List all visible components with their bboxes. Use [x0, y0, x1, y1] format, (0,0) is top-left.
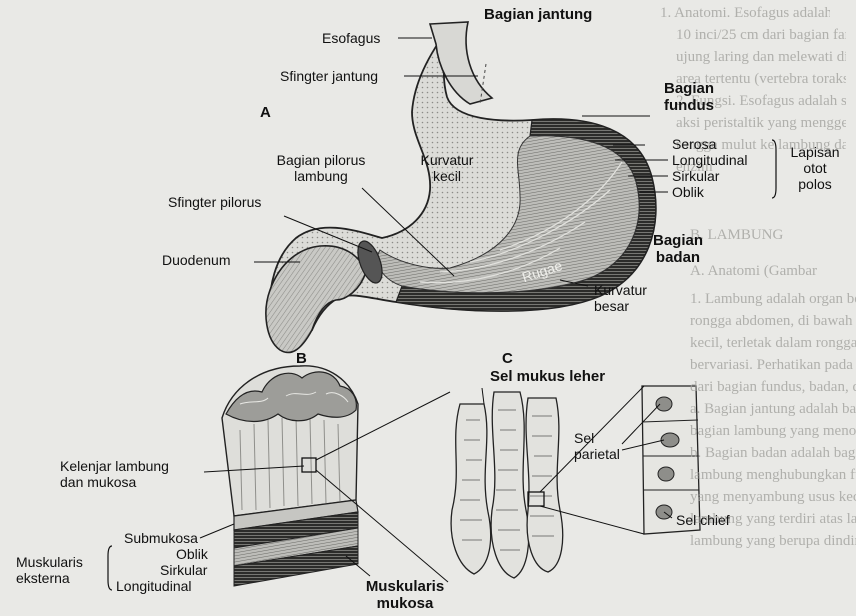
parietal-cell-nucleus: [655, 396, 673, 412]
label-bagian-fundus: Bagian fundus: [664, 80, 715, 114]
background-text-line: aksi peristaltik yang menggerakkan makan…: [676, 115, 846, 131]
duodenum-tube: [265, 245, 367, 354]
gland-tube: [525, 397, 564, 573]
background-text-line: lambung menghubungkan fundus dengan duod…: [690, 467, 856, 483]
panel-label-a: A: [260, 104, 271, 121]
gland-cell-lines: [460, 409, 554, 551]
label-sfingter-jantung: Sfingter jantung: [280, 68, 379, 84]
gastric-gland: [450, 391, 564, 579]
label-longitudinal: Longitudinal: [672, 152, 748, 168]
panel-label-b: B: [296, 350, 307, 367]
label-kelenjar-lambung-dan-mukosa: Kelenjar lambung dan mukosa: [60, 458, 169, 490]
background-text-line: bagian lambung yang menonjol ke atas.: [690, 423, 856, 439]
background-text-line: bervariasi. Perhatikan pada gambar, terl…: [690, 357, 856, 373]
rugae-fold: [419, 247, 561, 284]
label-wall-longitudinal: Longitudinal: [116, 578, 192, 594]
background-text-line: kecil, terletak dalam rongga abdomen bag…: [690, 335, 856, 351]
label-duodenum: Duodenum: [162, 252, 231, 268]
stomach-inner-mucosa: [377, 135, 640, 294]
background-text-line: rongga abdomen, di bawah diafragma. Semu…: [690, 313, 856, 329]
stomach-illustration: [265, 21, 657, 354]
cell-column-outline: [641, 385, 701, 535]
label-muskularis-eksterna: Muskularis eksterna: [16, 554, 83, 586]
label-wall-sirkular: Sirkular: [160, 562, 208, 578]
gland-highlight-box: [301, 457, 317, 473]
label-sel-parietal: Sel parietal: [574, 430, 620, 462]
label-oblik: Oblik: [672, 184, 704, 200]
background-text-line: 1. Anatomi. Esofagus adalah tuba muskula…: [660, 5, 830, 21]
chief-cell-nucleus: [657, 466, 675, 482]
chief-cell-nucleus: [655, 504, 673, 520]
muskularis-eksterna-bracket: [107, 545, 113, 591]
muscle-layers-bracket: [771, 139, 777, 199]
label-serosa: Serosa: [672, 136, 717, 152]
esophagus-tube: [428, 21, 494, 105]
background-text-line: lambung yang berupa dinding tebal yaitu …: [690, 533, 856, 549]
longitudinal-muscle-layer: [233, 545, 359, 587]
gland-leader-lines: [481, 385, 673, 535]
label-sel-chief: Sel chief: [676, 512, 730, 528]
parietal-cell-nucleus: [660, 432, 680, 448]
background-text-line: b. Bagian badan adalah bagian tengah lam…: [690, 445, 856, 461]
gland-tube: [490, 391, 530, 579]
label-lapisan-otot-polos: Lapisan otot polos: [790, 144, 840, 192]
wall-leader-lines: [199, 391, 451, 583]
background-text-line: a. Bagian jantung adalah bagian lambung …: [690, 401, 856, 417]
cell-column: [641, 385, 701, 535]
background-text-line: dari bagian fundus, badan, dan pilorus, …: [690, 379, 856, 395]
stomach-wall-block: [221, 365, 359, 587]
background-text-line: lambung yang terdiri atas lapisan-lapisa…: [690, 511, 856, 527]
label-bagian-pilorus-lambung: Bagian pilorus lambung: [276, 152, 366, 184]
background-text-line: area tertentu (vertebra toraks 10) dan m…: [676, 71, 846, 87]
stomach-leader-lines: [254, 37, 668, 287]
background-text-line: A. Anatomi (Gambar: [690, 263, 818, 279]
label-bagian-badan: Bagian badan: [652, 232, 703, 266]
background-text-line: ujung laring dan melewati diafragma ke k…: [676, 49, 846, 65]
label-muskularis-mukosa: Muskularis mukosa: [365, 578, 445, 612]
background-text-line: 10 inci/25 cm dari bagian faring hingga …: [676, 27, 846, 43]
label-kurvatur-besar: Kurvatur besar: [594, 282, 647, 314]
label-submukosa: Submukosa: [124, 530, 198, 546]
rugae-fold: [439, 221, 586, 273]
background-text-line: yang menyambung usus kecil di bagian usu…: [690, 489, 856, 505]
label-wall-oblik: Oblik: [176, 546, 208, 562]
label-kurvatur-kecil: Kurvatur kecil: [420, 152, 474, 184]
label-bagian-jantung: Bagian jantung: [484, 6, 593, 23]
gland-tube: [450, 403, 492, 575]
rugae-fold: [499, 161, 623, 251]
label-esofagus: Esofagus: [322, 30, 381, 46]
pyloric-sphincter: [357, 240, 383, 284]
background-text-line: 2. Fungsi. Esofagus adalah saluran makan…: [676, 93, 846, 109]
panel-label-c: C: [502, 350, 513, 367]
label-sel-mukus-leher: Sel mukus leher: [490, 368, 606, 385]
rugae-fold: [469, 189, 611, 263]
cardiac-sphincter-mark: [479, 63, 487, 105]
gland-cell-highlight-box: [527, 491, 545, 507]
background-text-line: enzim: [676, 159, 713, 175]
background-text-line: 1. Lambung adalah organ berbentuk J, ter…: [690, 291, 856, 307]
background-text-line: B. LAMBUNG: [690, 227, 784, 243]
label-sfingter-pilorus: Sfingter pilorus: [168, 194, 262, 210]
label-sirkular: Sirkular: [672, 168, 720, 184]
background-text-line: rongga mulut ke lambung dan esofagus tid…: [676, 137, 846, 153]
mucosa-top-folds: [225, 371, 357, 423]
